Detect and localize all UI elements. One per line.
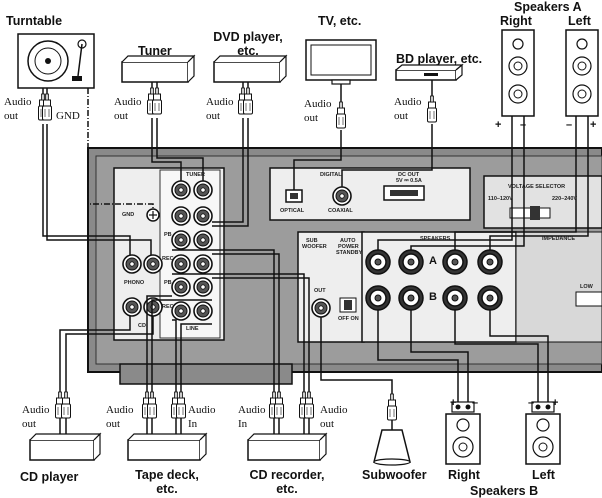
speaker-a-left-plus: +	[590, 119, 597, 131]
cd-out-label: out	[22, 418, 37, 430]
bd-player-label: BD player, etc.	[396, 52, 483, 66]
speaker-a-right-label: Right	[500, 14, 532, 28]
speakers-b-label: Speakers B	[470, 484, 539, 498]
tv-audio-label: Audio	[304, 98, 332, 110]
panel-off-on-label: OFF ON	[338, 316, 359, 322]
subwoofer-out-jack	[311, 298, 331, 318]
panel-sub-out-label: OUT	[314, 288, 326, 294]
panel-coaxial-label: COAXIAL	[328, 208, 353, 214]
panel-b-label: B	[429, 291, 437, 303]
voltage-110-label: 110–120V	[488, 196, 513, 202]
speaker-b-terminals	[451, 401, 555, 413]
panel-gnd-label: GND	[122, 212, 135, 218]
speaker-b-left-plus: +	[552, 397, 559, 409]
bd-audio-label: Audio	[394, 96, 422, 108]
panel-pb-label-2: PB	[164, 280, 172, 286]
tv-out-label: out	[304, 112, 319, 124]
panel-optical-label: OPTICAL	[280, 208, 305, 214]
audio-cables	[42, 80, 589, 434]
panel-cd-label: CD	[138, 323, 146, 329]
panel-rec-label-1: REC	[162, 256, 174, 262]
tape-audio-out-label: Audio	[106, 404, 134, 416]
cd-player-device	[29, 432, 102, 461]
speaker-a-left	[565, 29, 599, 117]
turntable-out-label: out	[4, 110, 19, 122]
cd-recorder-label-line2: etc.	[276, 482, 298, 496]
tape-deck-label-line1: Tape deck,	[135, 468, 199, 482]
cd-player-label: CD player	[20, 470, 79, 484]
cdr-out-label: out	[320, 418, 335, 430]
voltage-220-label: 220–240V	[552, 196, 578, 202]
tuner-audio-label: Audio	[114, 96, 142, 108]
speaker-a-right-plus: +	[495, 119, 502, 131]
speaker-b-right-label: Right	[448, 468, 480, 482]
panel-digital-label: DIGITAL	[320, 172, 342, 178]
panel-dc-out-label: DC OUT	[398, 172, 420, 178]
panel-tuner-label: TUNER	[186, 172, 205, 178]
tape-deck-label-line2: etc.	[156, 482, 178, 496]
tuner-label: Tuner	[138, 44, 172, 58]
speaker-b-right	[445, 413, 481, 465]
speaker-b-right-plus: +	[450, 397, 457, 409]
panel-power-label: POWER	[338, 244, 359, 250]
turntable-device	[17, 33, 95, 89]
tape-audio-in-label: Audio	[188, 404, 216, 416]
speaker-a-left-minus: –	[566, 119, 573, 131]
panel-a-label: A	[429, 255, 437, 267]
cd-recorder-device	[247, 432, 328, 461]
turntable-label: Turntable	[6, 14, 63, 28]
tuner-out-label: out	[114, 110, 129, 122]
panel-auto-label: AUTO	[340, 238, 356, 244]
subwoofer-device	[373, 429, 411, 466]
dvd-out-label: out	[206, 110, 221, 122]
cdr-in-label: In	[238, 418, 248, 430]
dvd-player-label-line2: etc.	[237, 44, 259, 58]
panel-woofer-label: WOOFER	[302, 244, 327, 250]
panel-phono-label: PHONO	[124, 280, 145, 286]
dvd-player-device	[213, 54, 288, 83]
panel-line-label: LINE	[186, 326, 199, 332]
panel-low-label: LOW	[580, 284, 593, 290]
speakers-a-label: Speakers A	[514, 0, 582, 14]
cd-recorder-label-line1: CD recorder,	[249, 468, 325, 482]
panel-pb-label-1: PB	[164, 232, 172, 238]
tuner-device	[121, 54, 196, 83]
speaker-a-right-minus: –	[520, 119, 527, 131]
speaker-b-left-minus: –	[528, 397, 535, 409]
speaker-a-left-label: Left	[568, 14, 591, 28]
panel-impedance-label: IMPEDANCE	[542, 236, 576, 242]
panel-dc-out-rating: 5V ⎓ 0.5A	[396, 178, 422, 184]
cdr-audio-in-label: Audio	[238, 404, 266, 416]
turntable-gnd-label: GND	[56, 110, 80, 122]
cd-audio-label: Audio	[22, 404, 50, 416]
gnd-terminal	[146, 208, 160, 222]
subwoofer-label: Subwoofer	[362, 468, 427, 482]
panel-sub-label: SUB	[306, 238, 318, 244]
speaker-b-left-label: Left	[532, 468, 555, 482]
tv-label: TV, etc.	[318, 14, 362, 28]
panel-standby-label: STANDBY	[336, 250, 363, 256]
speaker-b-left	[525, 413, 561, 465]
cdr-audio-out-label: Audio	[320, 404, 348, 416]
tape-out-label: out	[106, 418, 121, 430]
voltage-selector-label: VOLTAGE SELECTOR	[508, 184, 566, 190]
speaker-a-right	[501, 29, 535, 117]
tv-device	[305, 39, 377, 85]
turntable-audio-label: Audio	[4, 96, 32, 108]
bd-player-device	[395, 63, 464, 81]
panel-rec-label-2: REC	[162, 304, 174, 310]
tape-deck-device	[127, 432, 208, 461]
dvd-player-label-line1: DVD player,	[213, 30, 283, 44]
speaker-b-right-minus: –	[472, 397, 479, 409]
panel-speakers-label: SPEAKERS	[420, 236, 451, 242]
dvd-audio-label: Audio	[206, 96, 234, 108]
tape-in-label: In	[188, 418, 198, 430]
bd-out-label: out	[394, 110, 409, 122]
